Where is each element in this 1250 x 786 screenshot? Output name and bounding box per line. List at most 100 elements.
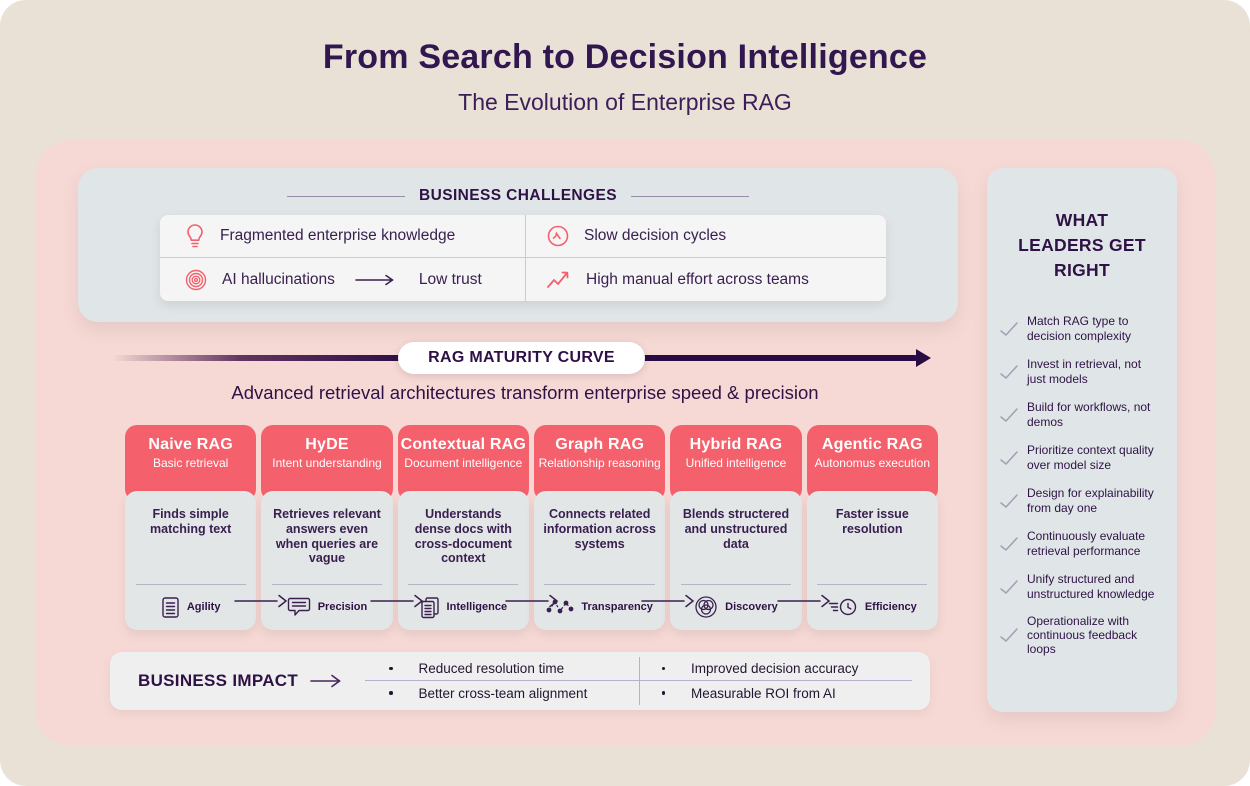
leaders-item: Continuously evaluate retrieval performa…	[999, 528, 1163, 560]
stage-benefit: Transparency	[581, 601, 653, 613]
stage-card-header: Naive RAG Basic retrieval	[125, 425, 257, 501]
business-impact-grid: Reduced resolution time Improved decisio…	[365, 657, 912, 705]
leaders-item-text: Design for explainability from day one	[1027, 486, 1154, 515]
divider	[287, 195, 406, 197]
leaders-item-text: Operationalize with continuous feedback …	[1027, 613, 1138, 656]
page-title: From Search to Decision Intelligence	[322, 38, 928, 76]
stage-subtitle: Intent understanding	[272, 456, 382, 470]
leaders-item-text: Continuously evaluate retrieval performa…	[1027, 529, 1146, 558]
stage-card-hybrid-rag: Hybrid RAG Unified intelligence Blends s…	[670, 425, 802, 630]
stage-benefit: Efficiency	[864, 601, 917, 613]
stage-description: Understands dense docs with cross-docume…	[414, 507, 512, 566]
impact-text: Improved decision accuracy	[691, 661, 859, 676]
stage-card-body: Retrieves relevant answers even when que…	[261, 491, 393, 630]
leaders-item: Prioritize context quality over model si…	[999, 442, 1163, 474]
stage-arrow-icon	[776, 593, 832, 609]
stage-arrow-icon	[369, 593, 425, 609]
venn-icon	[694, 595, 718, 619]
stage-card-header: Agentic RAG Autonomus execution	[806, 425, 938, 501]
stage-card-naive-rag: Naive RAG Basic retrieval Finds simple m…	[125, 425, 257, 630]
stage-card-header: Graph RAG Relationship reasoning	[533, 425, 666, 501]
challenge-item: High manual effort across teams	[525, 258, 886, 301]
stage-card-header: Contextual RAG Document intelligence	[397, 425, 529, 501]
bullet-icon	[661, 691, 665, 695]
divider	[408, 584, 519, 585]
stage-card-header: Hybrid RAG Unified intelligence	[670, 425, 802, 501]
business-impact-heading: BUSINESS IMPACT	[138, 671, 299, 690]
stage-subtitle: Relationship reasoning	[538, 456, 661, 470]
stage-footer: Agility	[125, 584, 256, 620]
checkmark-icon	[999, 536, 1019, 552]
business-impact-label: BUSINESS IMPACT	[110, 671, 365, 691]
leaders-panel: WHAT LEADERS GET RIGHT Match RAG type to…	[987, 168, 1177, 712]
stage-footer: Transparency	[534, 584, 665, 620]
stage-subtitle: Basic retrieval	[152, 456, 229, 470]
stage-arrow-icon	[504, 593, 560, 609]
stage-name: Graph RAG	[555, 436, 645, 453]
page-subtitle: The Evolution of Enterprise RAG	[458, 89, 792, 115]
stage-footer: Intelligence	[398, 584, 529, 620]
divider	[135, 584, 246, 585]
gauge-icon	[546, 224, 570, 248]
stage-benefit: Agility	[186, 601, 221, 613]
impact-text: Measurable ROI from AI	[691, 685, 836, 701]
bullet-icon	[389, 666, 393, 671]
challenge-result-text: Low trust	[418, 270, 482, 288]
leaders-list: Match RAG type to decision complexity In…	[987, 313, 1177, 656]
stage-card-body: Finds simple matching text Agility	[125, 491, 257, 630]
divider	[817, 584, 928, 585]
leaders-item-text: Unify structured and unstructured knowle…	[1027, 572, 1155, 601]
main-panel: BUSINESS CHALLENGES Fragmented enterpris…	[35, 140, 1215, 746]
checkmark-icon	[999, 364, 1019, 380]
stage-card-header: HyDE Intent understanding	[261, 425, 393, 501]
stage-name: Naive RAG	[148, 436, 233, 453]
business-challenges-panel: BUSINESS CHALLENGES Fragmented enterpris…	[78, 168, 958, 322]
spiral-icon	[184, 268, 208, 292]
stage-benefit: Precision	[317, 601, 368, 613]
leaders-item-text: Invest in retrieval, not just models	[1027, 357, 1142, 386]
divider	[630, 195, 749, 197]
stage-benefit: Intelligence	[446, 601, 508, 613]
business-challenges-header: BUSINESS CHALLENGES	[78, 187, 958, 205]
leaders-item: Operationalize with continuous feedback …	[999, 614, 1163, 656]
leaders-item-text: Match RAG type to decision complexity	[1027, 314, 1132, 343]
divider	[680, 584, 792, 585]
bullet-icon	[389, 691, 393, 695]
challenge-item: Fragmented enterprise knowledge	[160, 215, 525, 258]
checkmark-icon	[999, 493, 1019, 509]
stage-description: Finds simple matching text	[150, 507, 232, 536]
business-challenges-heading: BUSINESS CHALLENGES	[419, 187, 617, 204]
stage-description: Faster issue resolution	[835, 507, 909, 536]
bullet-icon	[661, 666, 665, 671]
challenge-text: Fragmented enterprise knowledge	[220, 227, 456, 244]
stage-card-body: Blends structered and unstructured data	[670, 491, 802, 630]
divider	[544, 584, 655, 585]
stage-name: HyDE	[305, 436, 349, 453]
stacked-documents-icon	[420, 596, 440, 619]
stage-name: Hybrid RAG	[689, 436, 783, 453]
challenge-text: Slow decision cycles	[584, 227, 727, 244]
stage-description: Retrieves relevant answers even when que…	[273, 507, 381, 566]
clock-speed-icon	[828, 597, 858, 617]
leaders-item: Build for workflows, not demos	[999, 399, 1163, 431]
challenges-card: Fragmented enterprise knowledge Slow dec…	[160, 215, 886, 301]
maturity-tagline: Advanced retrieval architectures transfo…	[231, 382, 819, 403]
stage-subtitle: Autonomus execution	[814, 456, 930, 470]
stage-card-body: Connects related information across syst…	[533, 491, 666, 630]
maturity-pill: RAG MATURITY CURVE	[398, 342, 645, 374]
stage-description: Blends structered and unstructured data	[682, 507, 790, 551]
stage-subtitle: Unified intelligence	[685, 456, 787, 470]
checkmark-icon	[999, 627, 1019, 643]
stage-name: Agentic RAG	[821, 436, 923, 453]
stage-subtitle: Document intelligence	[404, 456, 523, 470]
checkmark-icon	[999, 579, 1019, 595]
impact-text: Reduced resolution time	[418, 661, 565, 676]
stage-arrow-icon	[640, 593, 696, 609]
header: From Search to Decision Intelligence The…	[0, 0, 1250, 116]
impact-item: Improved decision accuracy	[638, 657, 912, 681]
impact-item: Better cross-team alignment	[365, 681, 639, 705]
stage-card-agentic-rag: Agentic RAG Autonomus execution Faster i…	[806, 425, 938, 630]
divider	[271, 584, 383, 585]
stage-benefit: Discovery	[725, 601, 778, 613]
